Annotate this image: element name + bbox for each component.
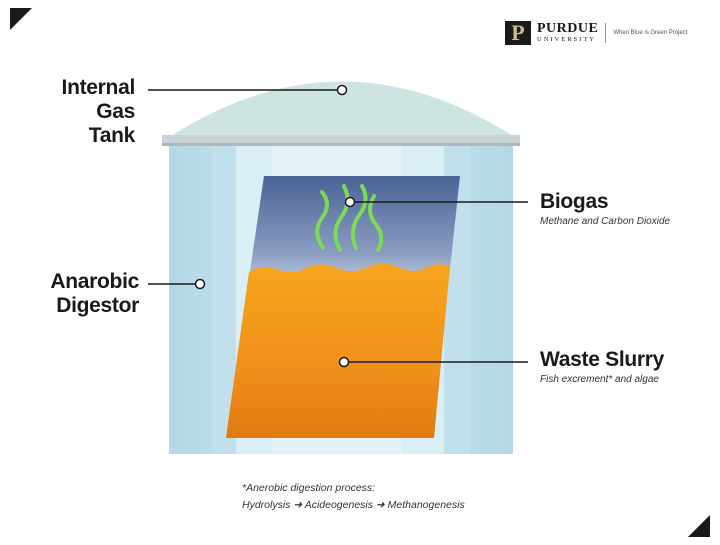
- label-internal-gas-tank: Internal Gas Tank: [61, 76, 136, 148]
- gas-tank-dome: [168, 81, 516, 138]
- footnote-digestion-process: *Anerobic digestion process: Hydrolysis …: [242, 480, 465, 514]
- corner-mark-bottom-right: [688, 515, 710, 537]
- logo-tagline: When Blue is Green Project: [613, 30, 688, 36]
- tank-rim: [162, 135, 520, 145]
- biogas-fumes-icon: [315, 184, 384, 252]
- logo-divider: [605, 23, 607, 43]
- arrow-icon: ➜: [293, 498, 303, 511]
- arrow-icon: ➜: [375, 498, 385, 511]
- gas-tank-marker: [336, 84, 348, 96]
- digestor-marker: [194, 278, 206, 290]
- label-biogas: Biogas Methane and Carbon Dioxide: [540, 190, 671, 228]
- purdue-p-mark: P: [505, 20, 531, 45]
- label-waste-slurry: Waste Slurry Fish excrement* and algae: [540, 348, 664, 386]
- biogas-marker: [344, 196, 356, 208]
- waste-slurry: [226, 263, 450, 438]
- corner-mark-top-left: [10, 8, 32, 30]
- purdue-logo: P PURDUE UNIVERSITY When Blue is Green P…: [505, 20, 687, 46]
- logo-name: PURDUE: [537, 21, 599, 37]
- digestion-steps: Hydrolysis ➜ Acideogenesis ➜ Methanogene…: [242, 498, 465, 511]
- label-anarobic-digestor: Anarobic Digestor: [50, 270, 139, 318]
- logo-subname: UNIVERSITY: [537, 36, 596, 44]
- slurry-marker: [338, 356, 350, 368]
